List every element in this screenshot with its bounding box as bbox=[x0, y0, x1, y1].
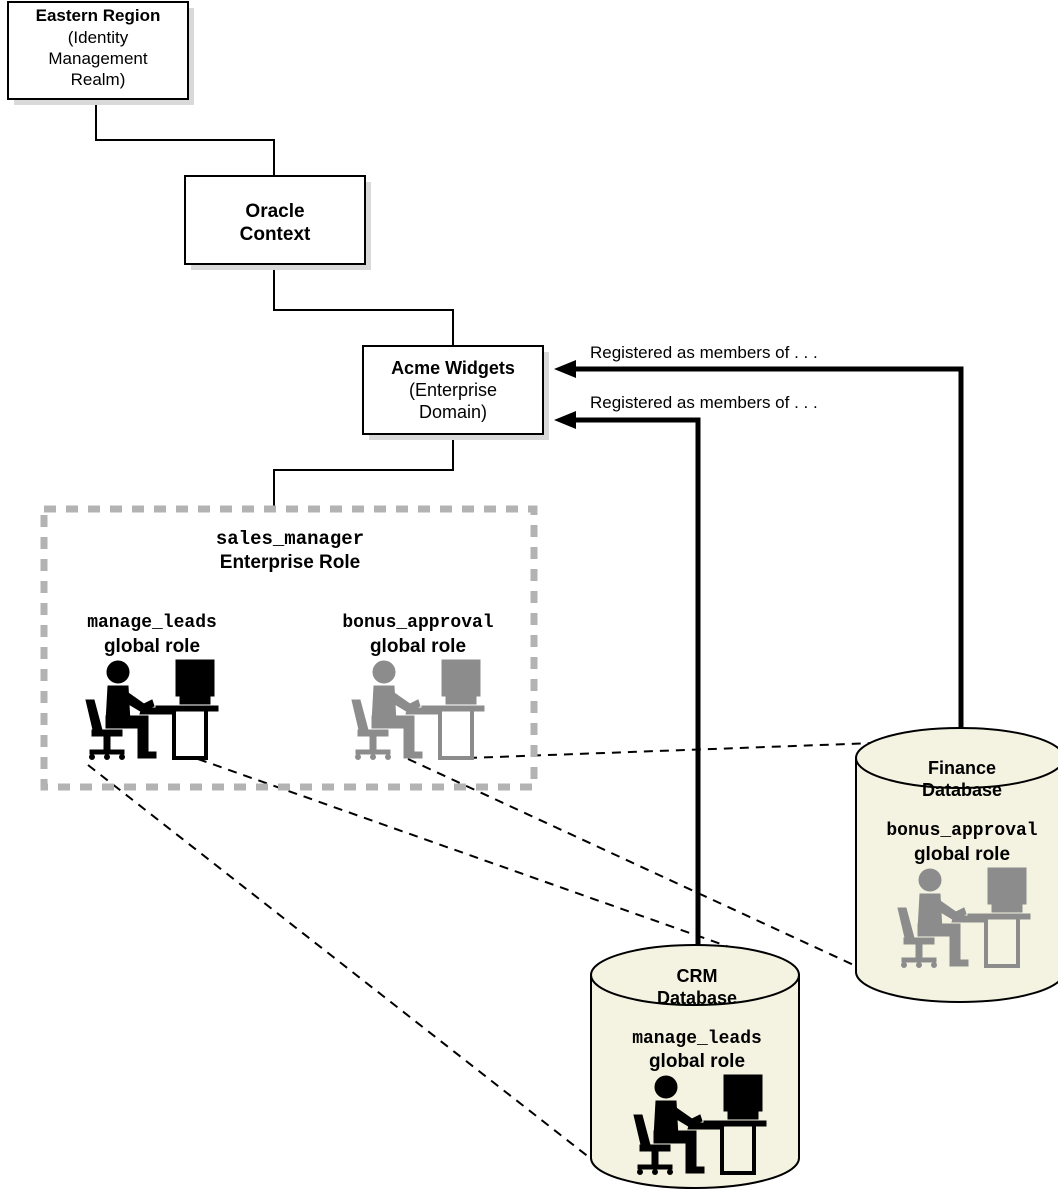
context-line2: Context bbox=[240, 224, 311, 245]
crm-arrow-label: Registered as members of . . . bbox=[590, 393, 818, 412]
left-role-type: global role bbox=[104, 636, 200, 657]
domain-line2: Domain) bbox=[419, 402, 487, 422]
domain-box: Acme Widgets (Enterprise Domain) bbox=[362, 345, 549, 440]
user-at-computer-icon bbox=[84, 658, 220, 762]
right-role-name: bonus_approval bbox=[342, 613, 493, 633]
context-domain-connector bbox=[273, 266, 454, 346]
domain-role-connector bbox=[273, 435, 454, 508]
finance-db-line2: Database bbox=[922, 780, 1002, 800]
hierarchy-connectors bbox=[95, 100, 454, 508]
enterprise-role-type: Enterprise Role bbox=[220, 552, 360, 573]
crm-registration-arrow bbox=[574, 417, 701, 955]
realm-line1: (Identity bbox=[68, 28, 129, 47]
crm-role-name: manage_leads bbox=[632, 1029, 762, 1049]
enterprise-role-name: sales_manager bbox=[216, 528, 364, 550]
crm-db-line2: Database bbox=[657, 988, 737, 1008]
finance-role-type: global role bbox=[914, 844, 1010, 865]
domain-line1: (Enterprise bbox=[409, 380, 497, 400]
enterprise-role-box: sales_manager Enterprise Role manage_lea… bbox=[40, 505, 538, 791]
realm-title: Eastern Region bbox=[36, 6, 161, 25]
left-role-name: manage_leads bbox=[87, 613, 217, 633]
context-line1: Oracle bbox=[245, 201, 304, 222]
finance-arrowhead bbox=[554, 360, 576, 378]
crm-db-line1: CRM bbox=[677, 966, 718, 986]
finance-db-line1: Finance bbox=[928, 758, 996, 778]
finance-role-name: bonus_approval bbox=[886, 821, 1037, 841]
domain-title: Acme Widgets bbox=[391, 358, 515, 378]
right-user-to-finance-line bbox=[407, 758, 859, 968]
crm-arrowhead bbox=[554, 411, 576, 429]
association-lines bbox=[87, 741, 903, 1159]
context-box: Oracle Context bbox=[184, 175, 371, 270]
crm-database-cylinder: CRM Database manage_leads global role bbox=[590, 944, 800, 1189]
chair-to-crm-line bbox=[87, 764, 591, 1159]
realm-line2: Management bbox=[48, 49, 148, 68]
realm-context-connector bbox=[95, 100, 275, 176]
bonus-to-finance-line bbox=[467, 741, 903, 759]
right-role-type: global role bbox=[370, 636, 466, 657]
finance-database-cylinder: Finance Database bonus_approval global r… bbox=[855, 727, 1058, 1003]
finance-registration-arrow bbox=[574, 366, 964, 742]
realm-line3: Realm) bbox=[71, 70, 126, 89]
finance-arrow-label: Registered as members of . . . bbox=[590, 343, 818, 362]
realm-box: Eastern Region (Identity Management Real… bbox=[7, 1, 194, 105]
user-at-computer-icon bbox=[350, 658, 486, 762]
registration-arrows bbox=[574, 366, 964, 955]
crm-role-type: global role bbox=[649, 1051, 745, 1072]
